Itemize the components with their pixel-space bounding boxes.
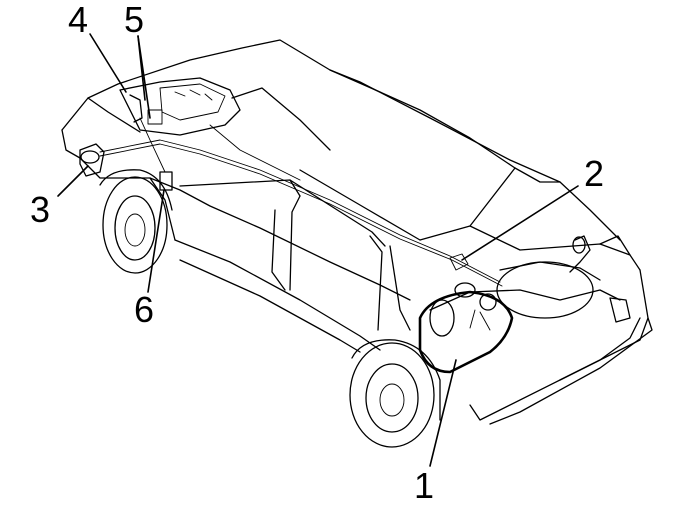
front-wheel [99, 169, 173, 274]
car-body [61, 39, 653, 425]
engine-bay [79, 77, 241, 191]
callout-6: 6 [134, 289, 154, 330]
leader-lines [57, 33, 579, 467]
callout-5: 5 [124, 0, 144, 40]
fuel-tank-area [418, 235, 621, 374]
fuel-lines [99, 117, 503, 287]
callouts: 4 5 3 6 2 1 [30, 0, 604, 505]
callout-1: 1 [414, 465, 434, 505]
callout-3: 3 [30, 189, 50, 230]
callout-4: 4 [68, 0, 88, 40]
rear-wheel [349, 339, 441, 448]
callout-2: 2 [584, 153, 604, 194]
